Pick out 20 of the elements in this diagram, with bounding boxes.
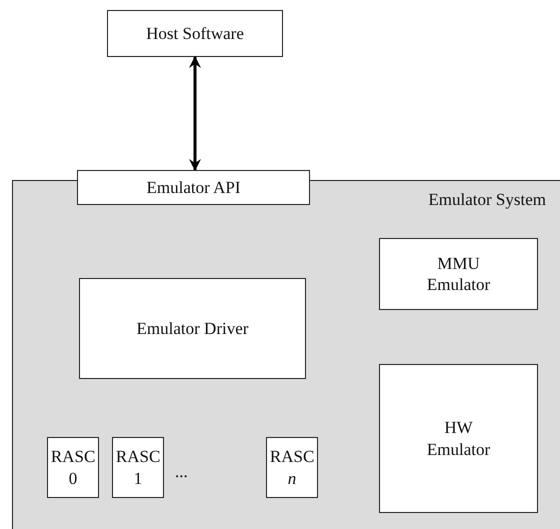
component-box [77, 170, 310, 205]
panel-heading: Emulator System [428, 189, 546, 210]
box-label: RASC 0 [50, 446, 96, 489]
component-box [79, 278, 306, 379]
box-label: Emulator Driver [136, 318, 248, 340]
box-label: RASC n [270, 446, 314, 489]
ellipsis-label: ... [175, 461, 188, 482]
box-label: Emulator API [146, 176, 240, 198]
double-arrow [189, 56, 201, 171]
box-label: MMU Emulator [426, 252, 492, 296]
box-label: RASC 1 [116, 446, 160, 489]
box-label: Host Software [146, 22, 244, 44]
component-box [266, 437, 318, 498]
component-box [112, 437, 164, 498]
box-label: HW Emulator [426, 417, 492, 460]
component-box [107, 10, 283, 57]
component-box [379, 238, 538, 310]
component-box [47, 437, 99, 498]
component-box [379, 364, 538, 513]
system-panel [12, 180, 560, 529]
